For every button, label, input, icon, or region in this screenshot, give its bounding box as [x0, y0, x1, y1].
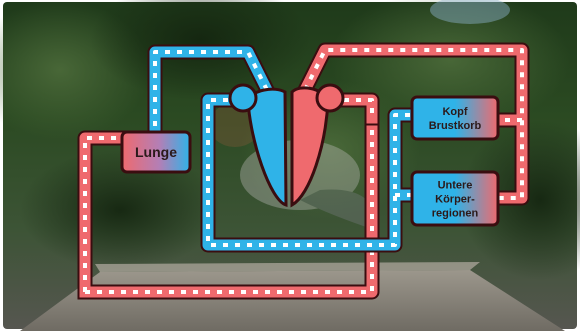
kopf-brustkorb-box-label-1: Kopf [442, 106, 467, 118]
lunge-box: Lunge [122, 132, 190, 172]
untere-koerperregionen-box-label-1: Untere [438, 179, 473, 191]
lunge-box-label-1: Lunge [135, 144, 177, 160]
untere-koerperregionen-box-label-2: Körper- [435, 193, 475, 205]
untere-koerperregionen-box-label-3: regionen [432, 207, 479, 219]
kopf-brustkorb-box-label-2: Brustkorb [429, 120, 482, 132]
